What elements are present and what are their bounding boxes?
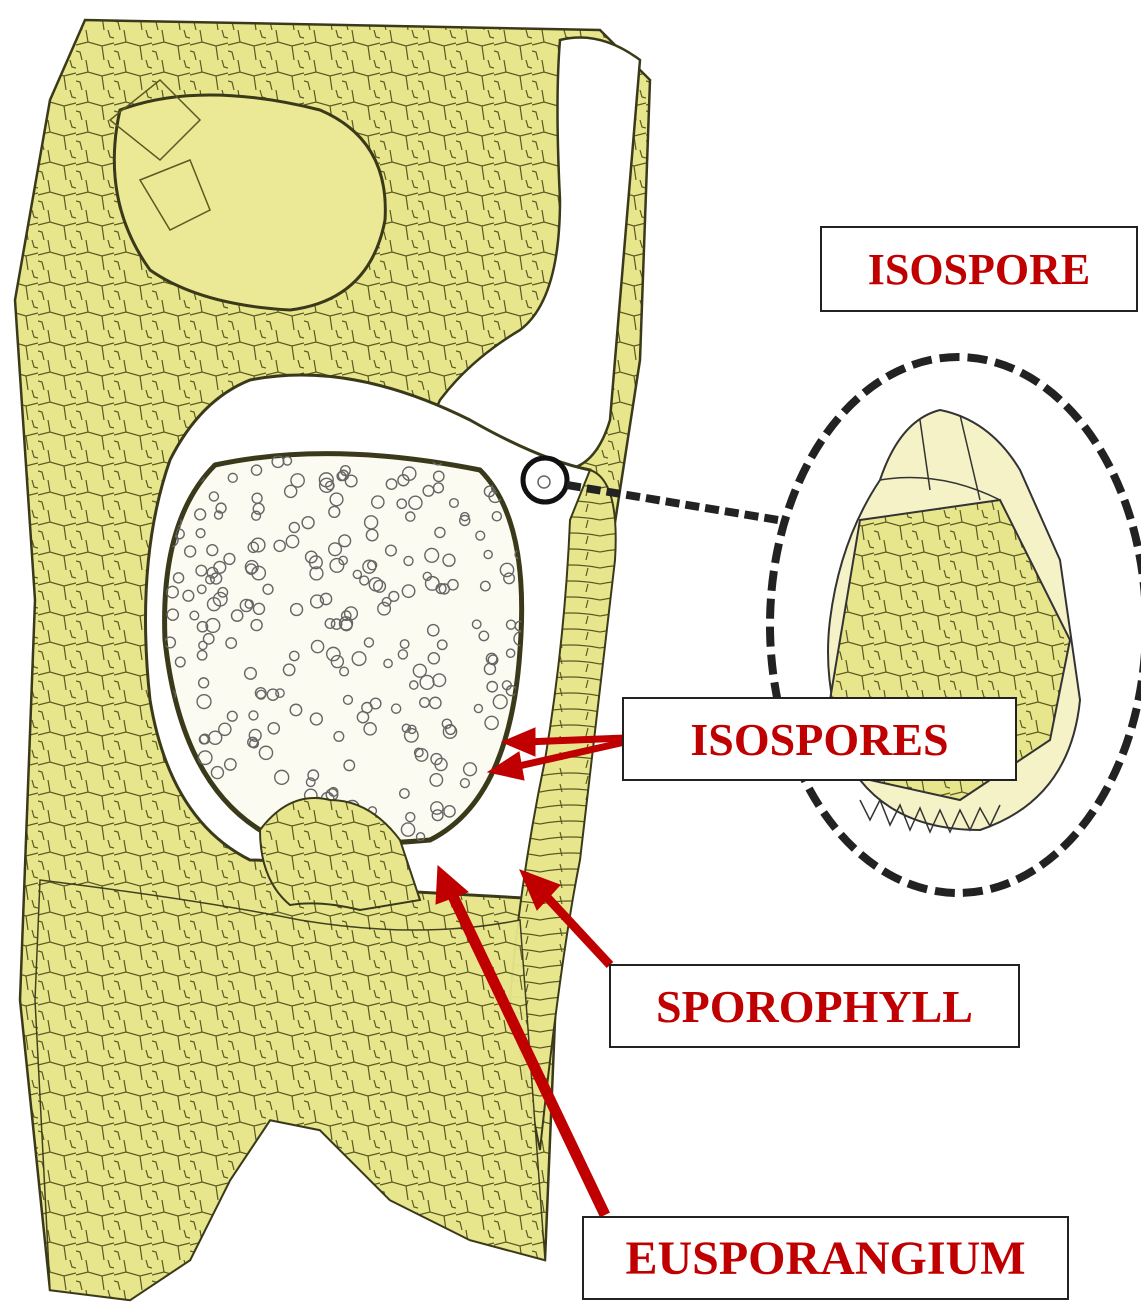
sporophyll-label: SPOROPHYLL: [609, 964, 1020, 1048]
isospores-label: ISOSPORES: [622, 697, 1017, 781]
magnified-isospore: [770, 357, 1141, 893]
eusporangium-label: EUSPORANGIUM: [582, 1216, 1069, 1300]
isospore-label: ISOSPORE: [820, 226, 1138, 312]
spore-highlight-circle: [523, 458, 567, 502]
